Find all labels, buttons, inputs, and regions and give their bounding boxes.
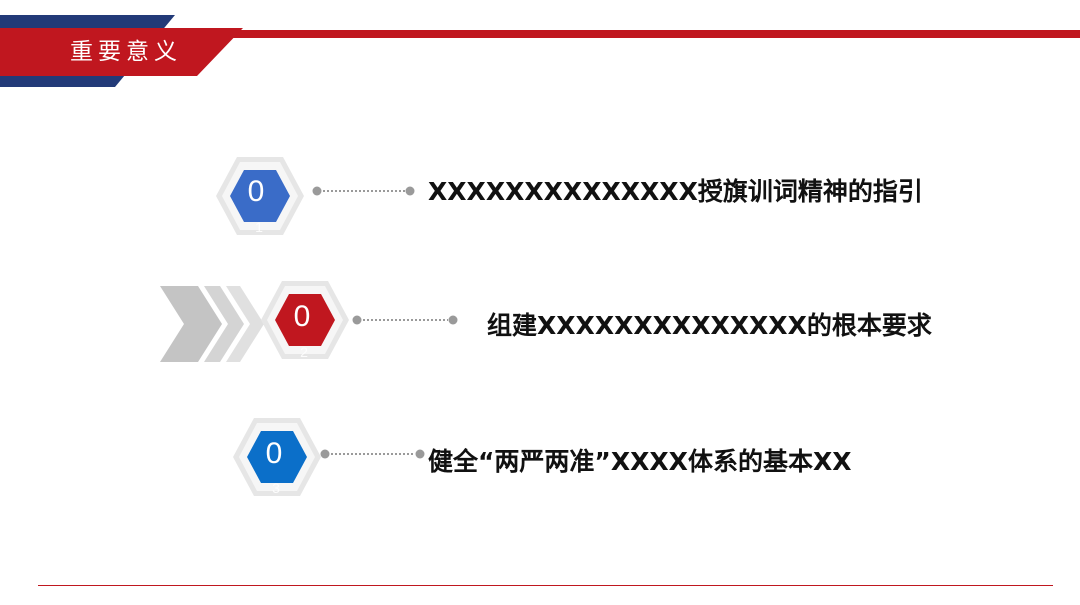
item-3-subnumber: 3 [272,480,280,496]
hexagon-fill-1 [230,170,290,222]
connector-1 [312,186,415,196]
item-2-number: 0 [293,300,311,333]
header-red-line [230,30,1080,38]
hexagon-fill-2 [275,294,335,346]
hexagon-badge-1 [216,157,304,235]
page-title: 重要意义 [70,39,182,65]
item-2-subnumber: 2 [300,344,308,360]
hexagon-badge-2 [261,281,349,359]
triple-chevron-arrow-icon [160,286,264,362]
footer-divider [38,585,1053,586]
item-3-text: 健全“两严两准”XXXX体系的基本XX [428,447,852,476]
connector-3 [320,449,425,459]
item-1-text: XXXXXXXXXXXXXX授旗训词精神的指引 [428,177,923,206]
header-banner [0,15,1080,87]
header-red-shape [0,28,243,76]
hexagon-fill-3 [247,431,307,483]
connector-2 [352,315,458,325]
item-1-number: 0 [247,175,265,208]
item-1-subnumber: 1 [255,219,263,235]
hexagon-badge-3 [233,418,321,496]
item-2-text: 组建XXXXXXXXXXXXXX的根本要求 [487,311,932,340]
item-3-number: 0 [265,437,283,470]
